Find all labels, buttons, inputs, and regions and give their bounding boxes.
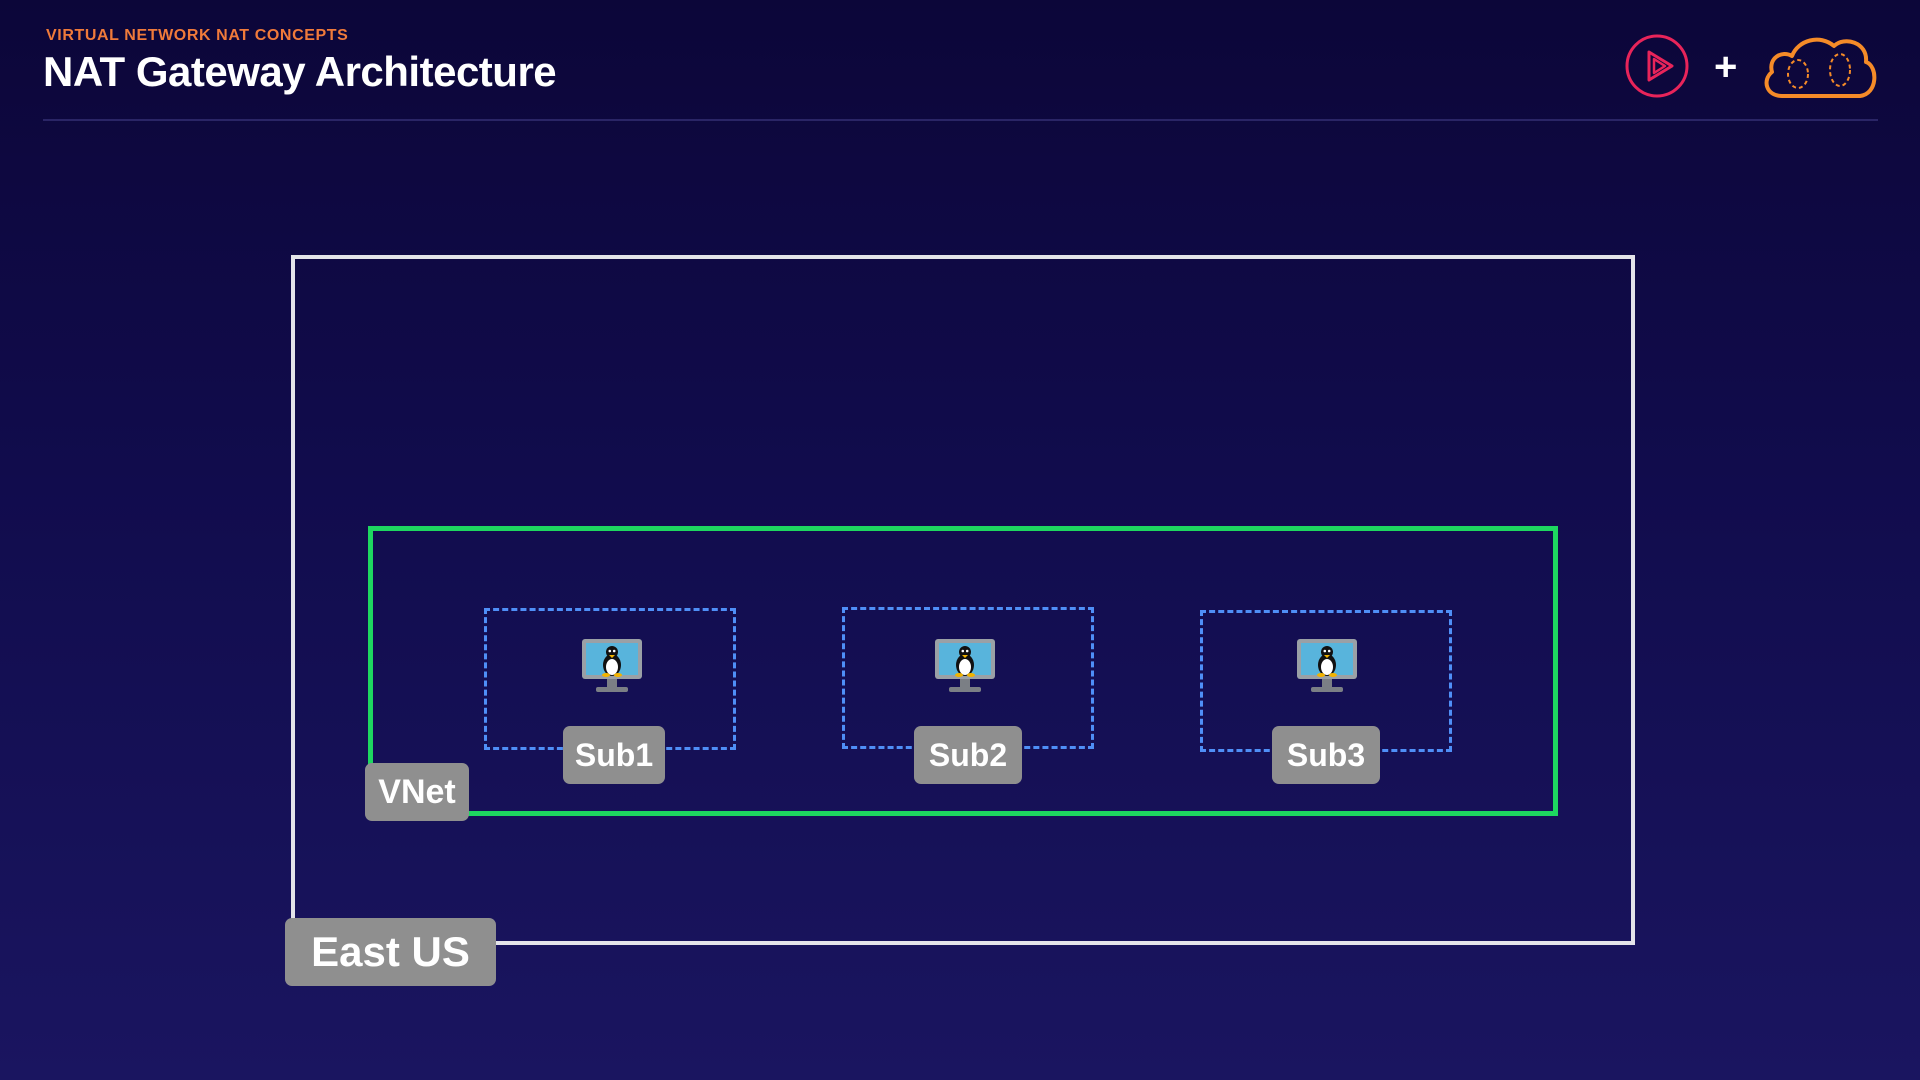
page-title: NAT Gateway Architecture [43, 48, 557, 95]
subnet-label-sub3: Sub3 [1272, 726, 1380, 784]
subnet-label-sub1: Sub1 [563, 726, 665, 784]
linux-vm-icon [582, 639, 642, 692]
subnet-label-sub2: Sub2 [914, 726, 1022, 784]
cloud-icon [1764, 37, 1877, 98]
region-boundary [291, 255, 1635, 945]
vnet-label: VNet [365, 763, 469, 821]
linux-vm-icon [1297, 639, 1357, 692]
region-label: East US [285, 918, 496, 986]
plus-sign: + [1714, 45, 1738, 89]
section-kicker: VIRTUAL NETWORK NAT CONCEPTS [46, 27, 349, 44]
header-divider [43, 119, 1878, 121]
pluralsight-play-icon [1625, 34, 1689, 98]
vnet-boundary [368, 526, 1558, 816]
linux-vm-icon [935, 639, 995, 692]
